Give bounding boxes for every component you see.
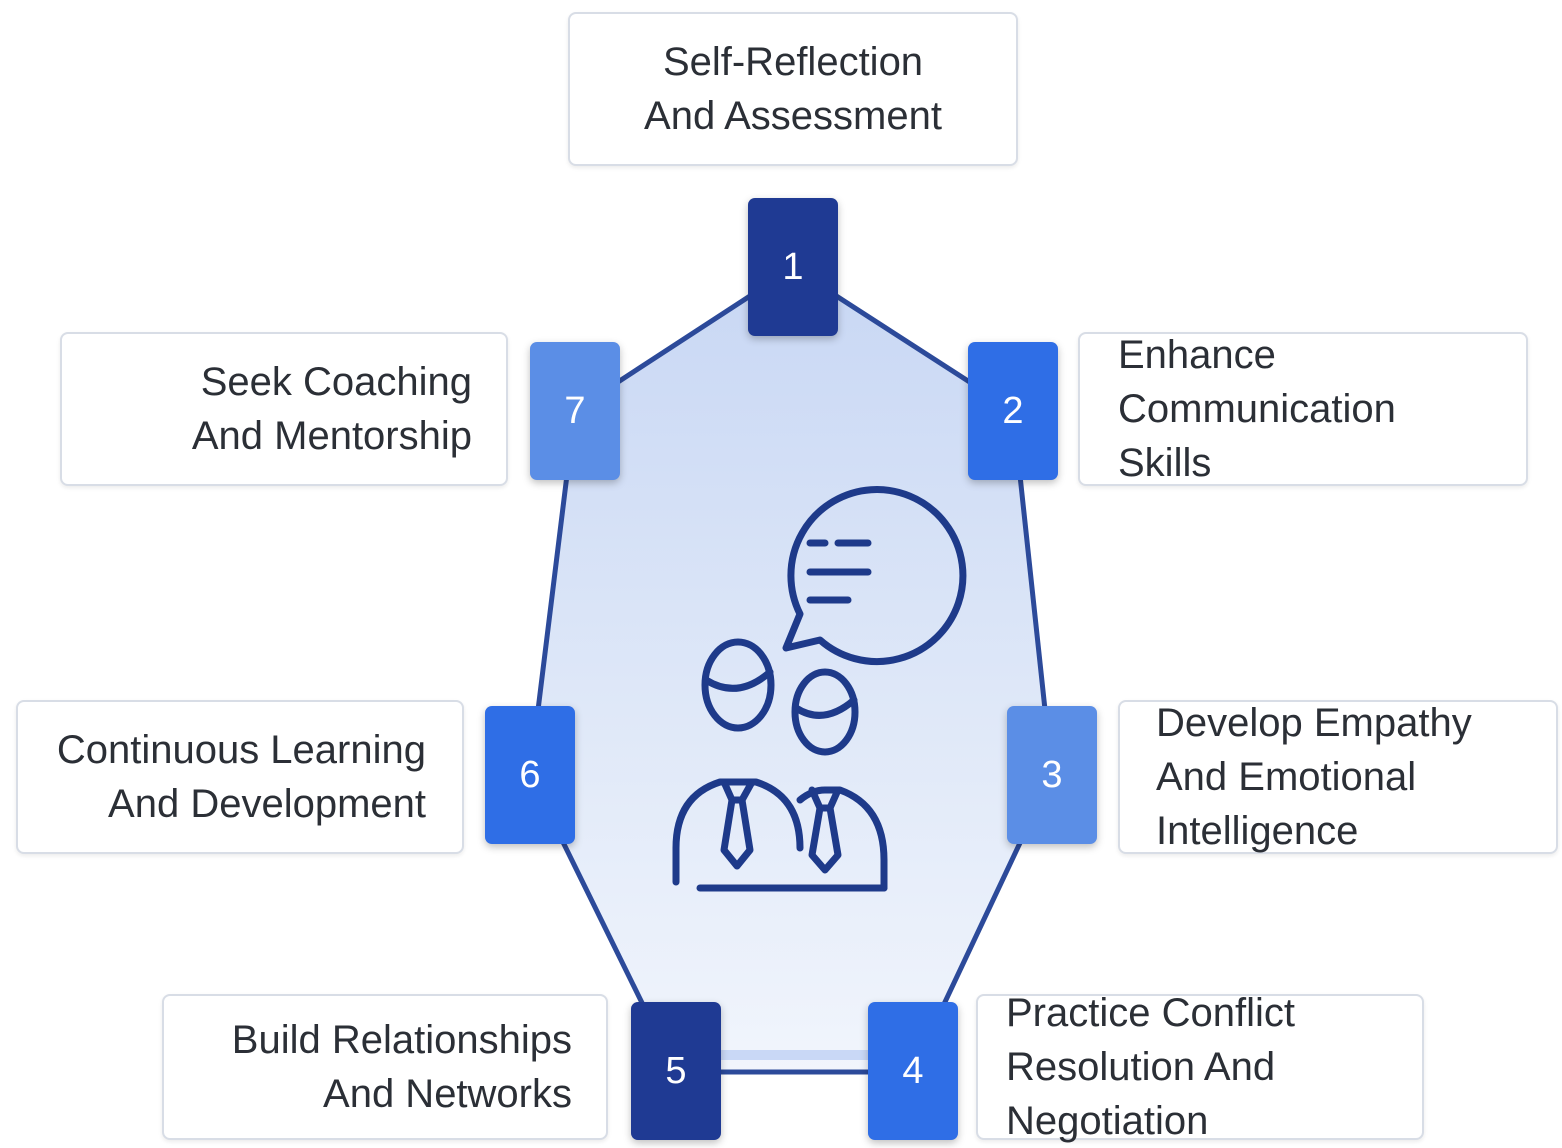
step-2-number: 2 bbox=[968, 342, 1058, 480]
step-3-label: Develop Empathy And Emotional Intelligen… bbox=[1156, 701, 1472, 853]
step-7-box: Seek Coaching And Mentorship bbox=[60, 332, 508, 486]
step-3-number: 3 bbox=[1007, 706, 1097, 844]
step-6-box: Continuous Learning And Development bbox=[16, 700, 464, 854]
step-5-label: Build Relationships And Networks bbox=[231, 1018, 572, 1116]
step-6-number: 6 bbox=[485, 706, 575, 844]
step-7-label: Seek Coaching And Mentorship bbox=[191, 360, 472, 458]
step-4-label: Practice Conflict Resolution And Negotia… bbox=[1006, 991, 1295, 1143]
step-1-box: Self-Reflection And Assessment bbox=[568, 12, 1018, 166]
step-4-number: 4 bbox=[868, 1002, 958, 1140]
step-6-label: Continuous Learning And Development bbox=[56, 728, 426, 826]
step-3-box: Develop Empathy And Emotional Intelligen… bbox=[1118, 700, 1558, 854]
step-4-box: Practice Conflict Resolution And Negotia… bbox=[976, 991, 1424, 1143]
step-2-label: Enhance Communication Skills bbox=[1118, 333, 1396, 485]
step-2-box: Enhance Communication Skills bbox=[1078, 332, 1528, 486]
people-talking-icon bbox=[672, 486, 967, 892]
step-1-number: 1 bbox=[748, 198, 838, 336]
step-7-number: 7 bbox=[530, 342, 620, 480]
step-5-number: 5 bbox=[631, 1002, 721, 1140]
step-1-label: Self-Reflection And Assessment bbox=[644, 40, 942, 138]
step-5-box: Build Relationships And Networks bbox=[162, 994, 608, 1140]
